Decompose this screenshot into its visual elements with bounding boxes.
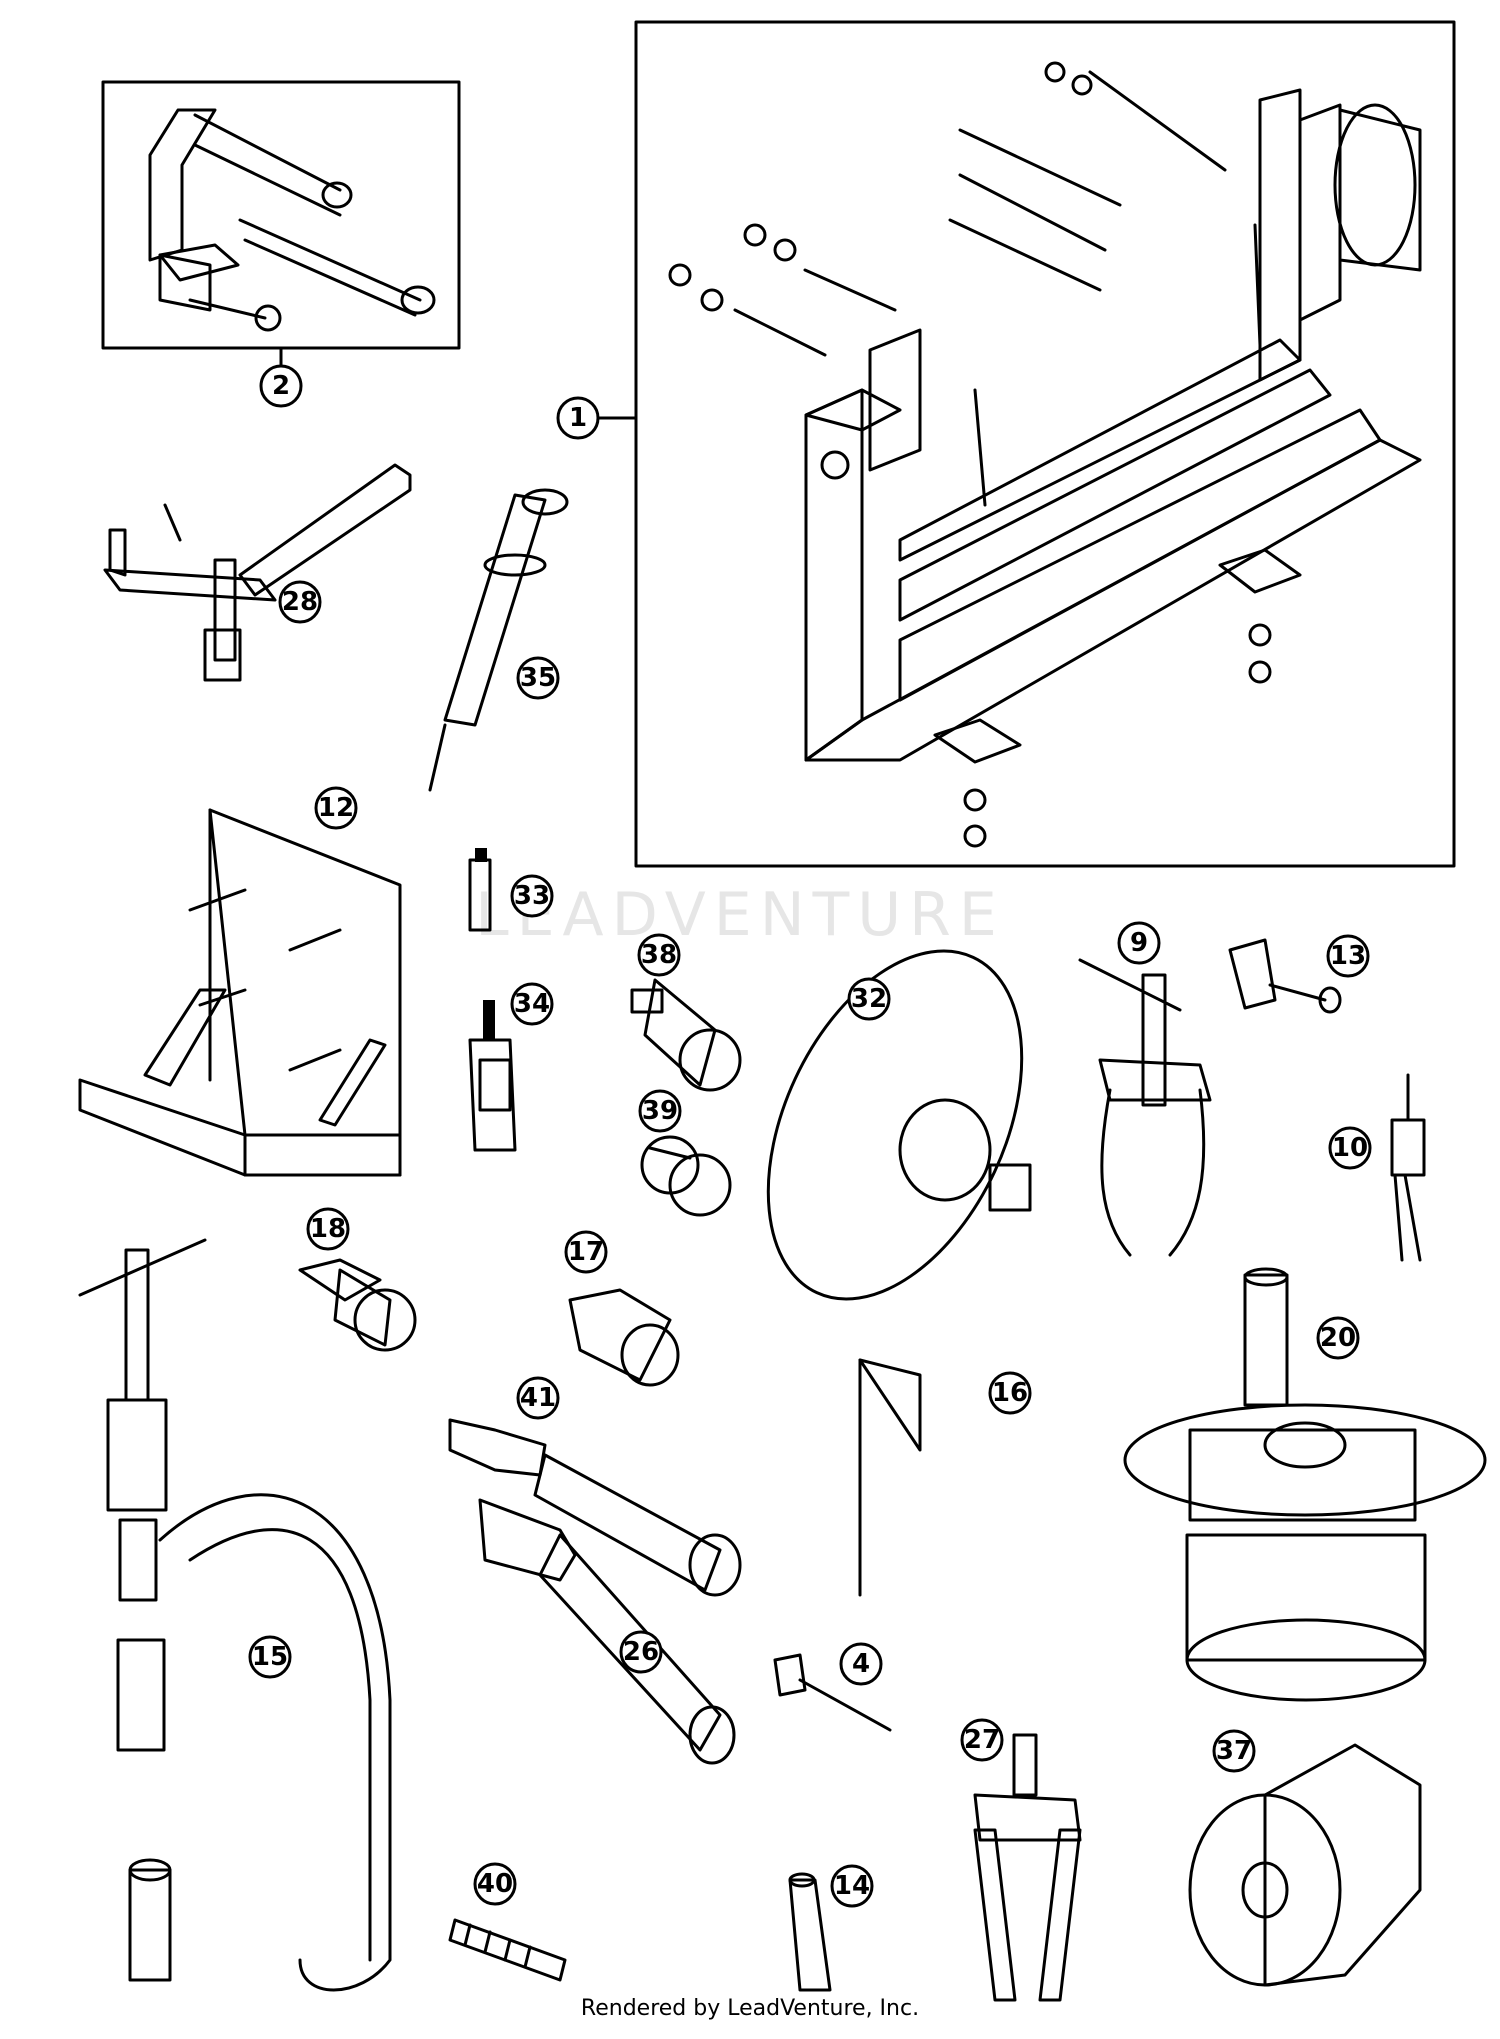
part-10-slide-hammer xyxy=(1390,1073,1426,1262)
callout-17-label: 17 xyxy=(568,1237,604,1267)
leadventure-watermark: LEADVENTURE xyxy=(475,880,1005,950)
callout-33: 33 xyxy=(510,874,554,918)
part-39-sleeve xyxy=(640,1135,732,1217)
callout-2-label: 2 xyxy=(272,371,290,401)
callout-38: 38 xyxy=(637,933,681,977)
part-16-u-plate xyxy=(858,1358,922,1597)
callout-32: 32 xyxy=(847,977,891,1021)
callout-14: 14 xyxy=(830,1864,874,1908)
part-34-bottle xyxy=(468,1000,517,1152)
callout-16: 16 xyxy=(988,1371,1032,1415)
callout-28: 28 xyxy=(278,580,322,624)
callout-14-label: 14 xyxy=(834,1871,870,1901)
callout-15: 15 xyxy=(248,1635,292,1679)
callout-35: 35 xyxy=(516,656,560,700)
callout-10-label: 10 xyxy=(1332,1133,1368,1163)
callout-27-label: 27 xyxy=(964,1725,1000,1755)
callout-20: 20 xyxy=(1316,1316,1360,1360)
part-35-syringe xyxy=(428,488,569,792)
callout-4-label: 4 xyxy=(852,1649,870,1679)
callout-41: 41 xyxy=(516,1376,560,1420)
callout-15-label: 15 xyxy=(252,1642,288,1672)
callout-37: 37 xyxy=(1212,1729,1256,1773)
callout-20-label: 20 xyxy=(1320,1323,1356,1353)
part-33-adaptor xyxy=(468,848,492,932)
part-1-engine-stand xyxy=(576,20,1456,868)
part-9-puller xyxy=(1078,958,1212,1257)
callout-12: 12 xyxy=(314,786,358,830)
callout-9-label: 9 xyxy=(1130,928,1148,958)
callout-10: 10 xyxy=(1328,1126,1372,1170)
callout-26-label: 26 xyxy=(623,1637,659,1667)
part-40-spring xyxy=(448,1918,567,1982)
callout-18: 18 xyxy=(306,1207,350,1251)
callout-35-label: 35 xyxy=(520,663,556,693)
callout-2: 2 xyxy=(259,364,303,408)
callout-1: 1 xyxy=(556,396,600,440)
part-32-flywheel-plate xyxy=(766,949,1032,1301)
part-28-clutch-holder xyxy=(103,463,412,682)
part-12-angle-plate xyxy=(78,808,402,1177)
part-38-punch xyxy=(630,978,742,1092)
part-1-frame xyxy=(634,20,1456,868)
callout-13-label: 13 xyxy=(1330,941,1366,971)
part-17-cone xyxy=(568,1288,680,1387)
part-26-socket xyxy=(478,1498,736,1765)
callout-40-label: 40 xyxy=(477,1869,513,1899)
part-14-valve-guide xyxy=(788,1872,832,1992)
part-20-press-plate xyxy=(1123,1267,1487,1702)
callout-18-label: 18 xyxy=(310,1214,346,1244)
callout-27: 27 xyxy=(960,1718,1004,1762)
part-4-pin xyxy=(773,1653,892,1732)
rendered-by-footer: Rendered by LeadVenture, Inc. xyxy=(580,1996,920,2021)
callout-17: 17 xyxy=(564,1230,608,1274)
callout-39: 39 xyxy=(638,1089,682,1133)
callout-13: 13 xyxy=(1326,934,1370,978)
callout-34: 34 xyxy=(510,982,554,1026)
part-15-valve-spring-compressor xyxy=(78,1238,392,1992)
callout-32-label: 32 xyxy=(851,984,887,1014)
part-13-t-handle xyxy=(1228,938,1342,1014)
callout-12-label: 12 xyxy=(318,793,354,823)
callout-41-label: 41 xyxy=(520,1383,556,1413)
part-2-bracket xyxy=(101,80,461,367)
part-18-insert xyxy=(298,1258,417,1352)
callout-38-label: 38 xyxy=(641,940,677,970)
part-41-drift xyxy=(448,1418,742,1597)
callout-37-label: 37 xyxy=(1216,1736,1252,1766)
callout-33-label: 33 xyxy=(514,881,550,911)
callout-39-label: 39 xyxy=(642,1096,678,1126)
part-27-bearing-puller xyxy=(973,1733,1082,2002)
part-37-bushing xyxy=(1188,1743,1422,1987)
callout-26: 26 xyxy=(619,1630,663,1674)
callout-4: 4 xyxy=(839,1642,883,1686)
callout-28-label: 28 xyxy=(282,587,318,617)
callout-40: 40 xyxy=(473,1862,517,1906)
callout-9: 9 xyxy=(1117,921,1161,965)
callout-16-label: 16 xyxy=(992,1378,1028,1408)
callout-34-label: 34 xyxy=(514,989,550,1019)
callout-1-label: 1 xyxy=(569,403,587,433)
